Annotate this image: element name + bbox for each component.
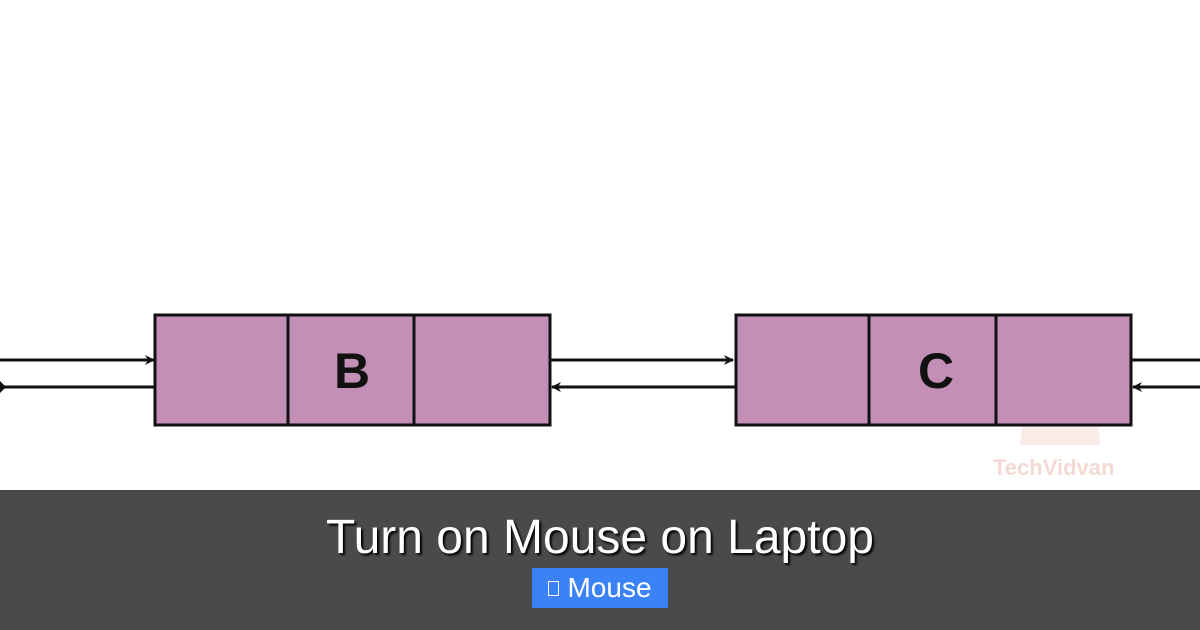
node-c-box — [734, 313, 1133, 427]
node-c: C — [734, 313, 1133, 427]
page-title: Turn on Mouse on Laptop — [326, 511, 874, 564]
arrowhead-left-edge — [0, 381, 6, 393]
linked-list-diagram: TechVidvan B C — [0, 313, 1200, 480]
category-tag-mouse[interactable]: Mouse — [532, 568, 668, 608]
folder-icon — [548, 580, 560, 596]
node-b-box — [153, 313, 552, 427]
watermark-text: TechVidvan — [993, 455, 1114, 480]
caption-bar: Turn on Mouse on Laptop Mouse — [0, 490, 1200, 630]
node-b-label: B — [334, 343, 370, 399]
node-c-label: C — [918, 343, 954, 399]
node-b: B — [153, 313, 552, 427]
category-tag-label: Mouse — [567, 572, 652, 603]
